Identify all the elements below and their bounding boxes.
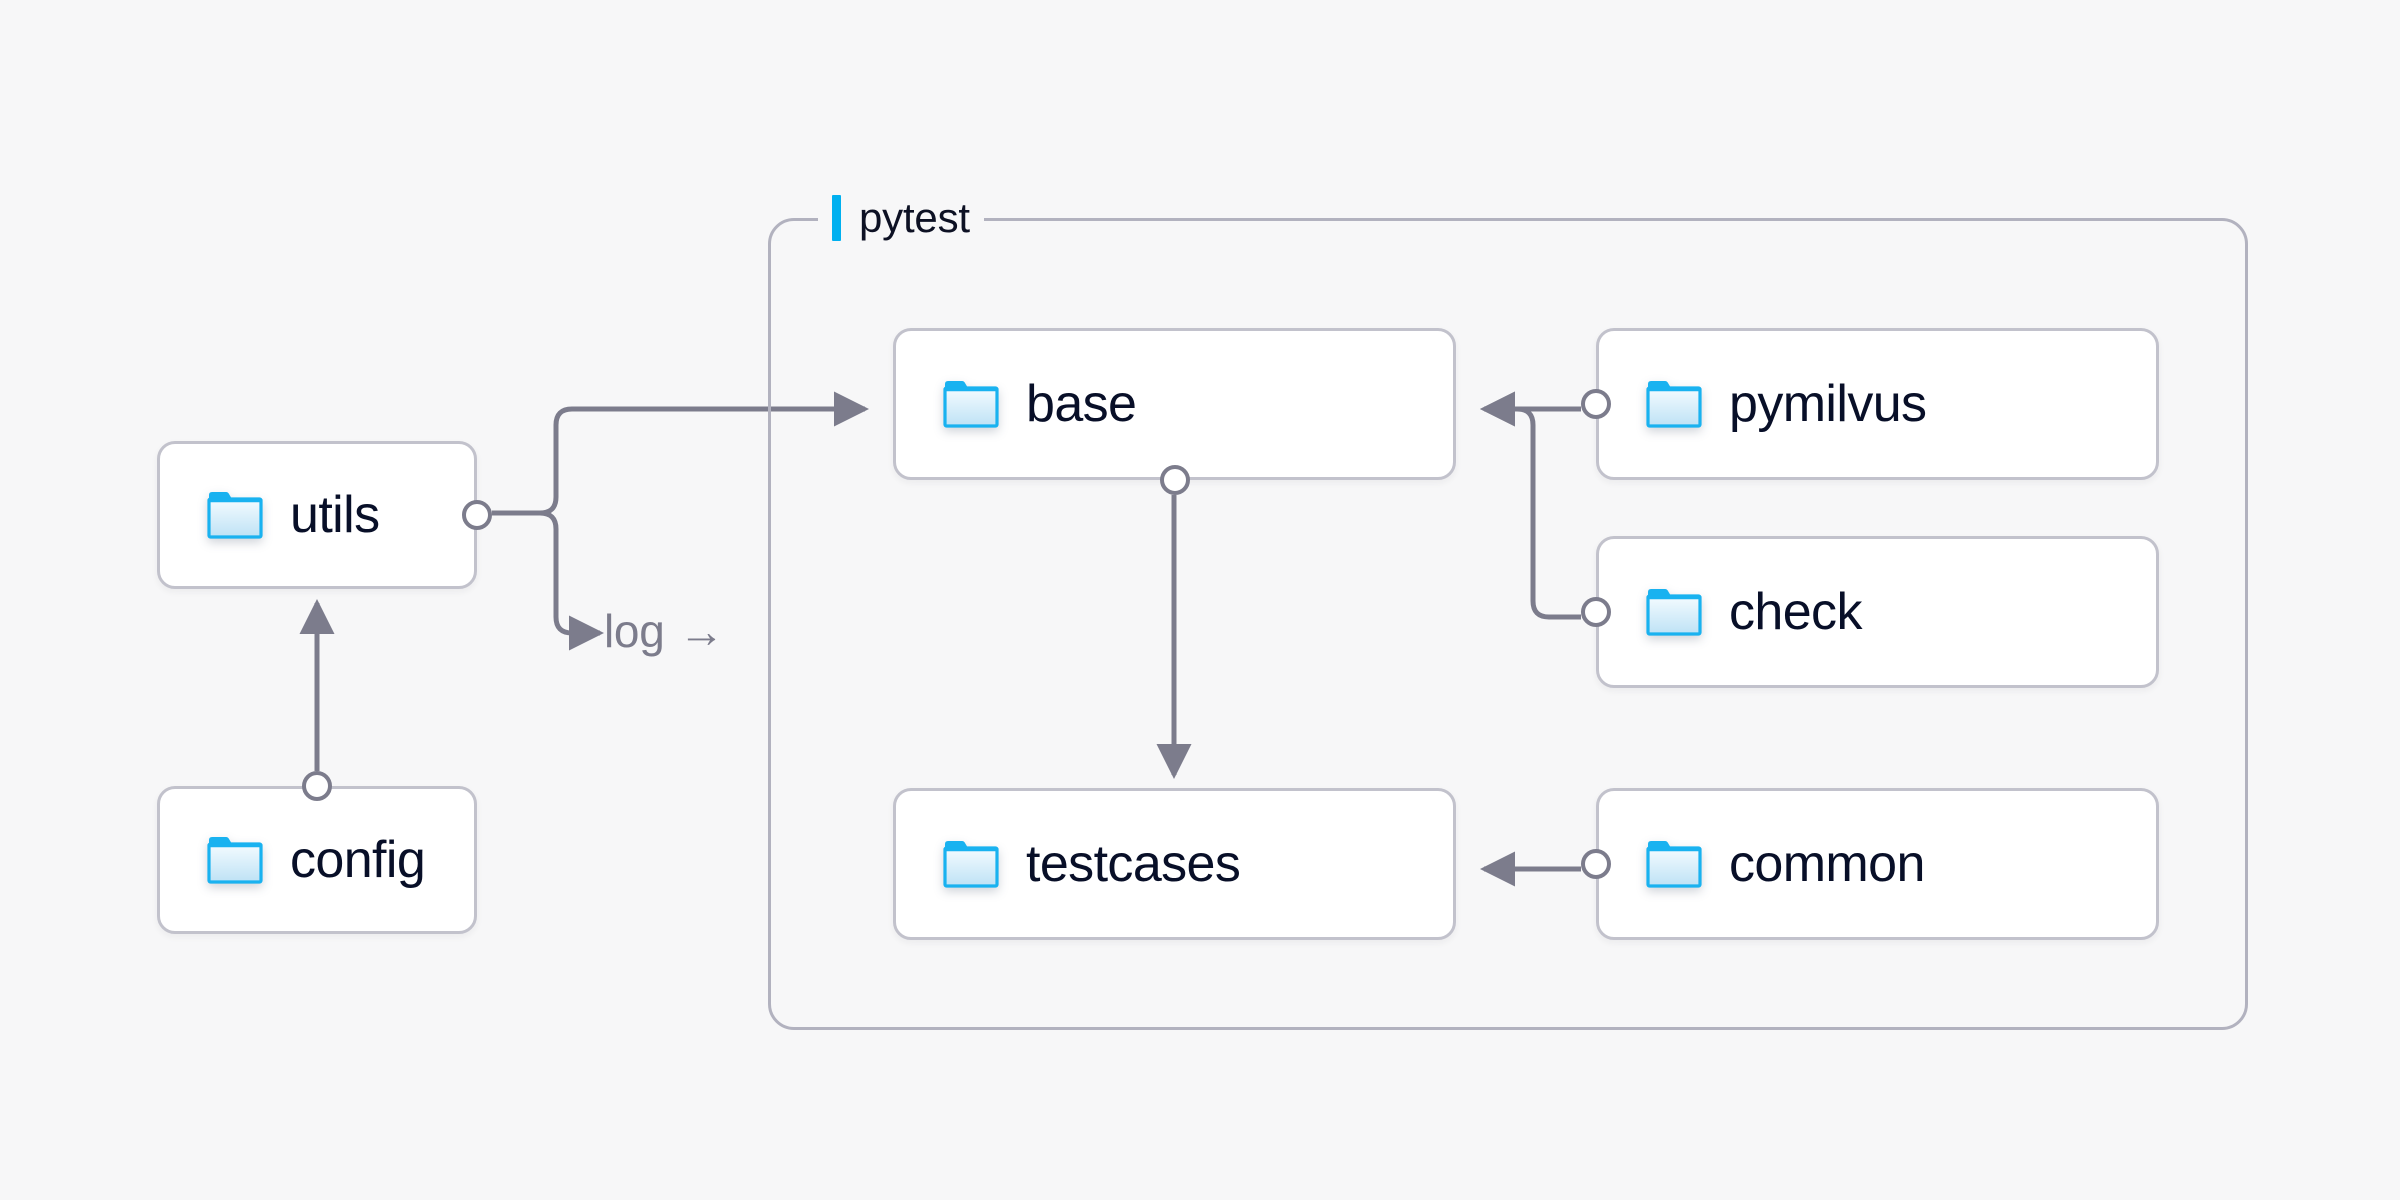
node-testcases[interactable]: testcases (893, 788, 1456, 940)
base-port-bottom[interactable] (1159, 465, 1190, 495)
arrow-right-icon: → (678, 605, 725, 657)
check-port-left[interactable] (1581, 597, 1611, 627)
node-utils[interactable]: utils (157, 441, 492, 589)
pytest-group-container[interactable] (768, 218, 2248, 1030)
utils-port-right[interactable] (462, 500, 492, 530)
node-check[interactable]: check (1581, 536, 2159, 688)
node-content-check: check (1599, 586, 1862, 638)
common-port-left[interactable] (1581, 849, 1611, 879)
folder-icon (1646, 381, 1702, 428)
node-label-base: base (1026, 375, 1137, 433)
node-content-config: config (160, 831, 426, 889)
edge-utils-to-log[interactable] (492, 510, 605, 651)
node-content-common: common (1599, 838, 1925, 890)
node-label-config: config (290, 831, 426, 889)
pytest-group-label-text: pytest (859, 194, 970, 241)
node-content-base: base (896, 375, 1137, 433)
edge-label-log-text: log (604, 605, 665, 657)
folder-icon (207, 492, 263, 539)
folder-icon (1646, 841, 1702, 888)
node-config[interactable]: config (157, 771, 477, 934)
node-label-utils: utils (290, 486, 380, 544)
node-content-testcases: testcases (896, 835, 1241, 893)
node-pymilvus[interactable]: pymilvus (1581, 328, 2159, 480)
node-label-pymilvus: pymilvus (1729, 375, 1927, 433)
folder-icon (1646, 589, 1702, 636)
node-label-common: common (1729, 835, 1925, 893)
node-label-check: check (1729, 583, 1862, 641)
node-content-pymilvus: pymilvus (1599, 375, 1927, 433)
folder-icon (943, 841, 999, 888)
node-base[interactable]: base (893, 328, 1456, 495)
config-port-top[interactable] (302, 771, 332, 801)
folder-icon (207, 837, 263, 884)
pymilvus-port-left[interactable] (1581, 389, 1611, 419)
node-label-testcases: testcases (1026, 835, 1241, 893)
node-common[interactable]: common (1581, 788, 2159, 940)
pytest-group-label: pytest (818, 190, 984, 246)
edge-label-log: log→ (604, 605, 725, 657)
folder-icon (943, 381, 999, 428)
vertical-bar-accent-icon (832, 195, 841, 241)
node-content-utils: utils (160, 486, 380, 544)
